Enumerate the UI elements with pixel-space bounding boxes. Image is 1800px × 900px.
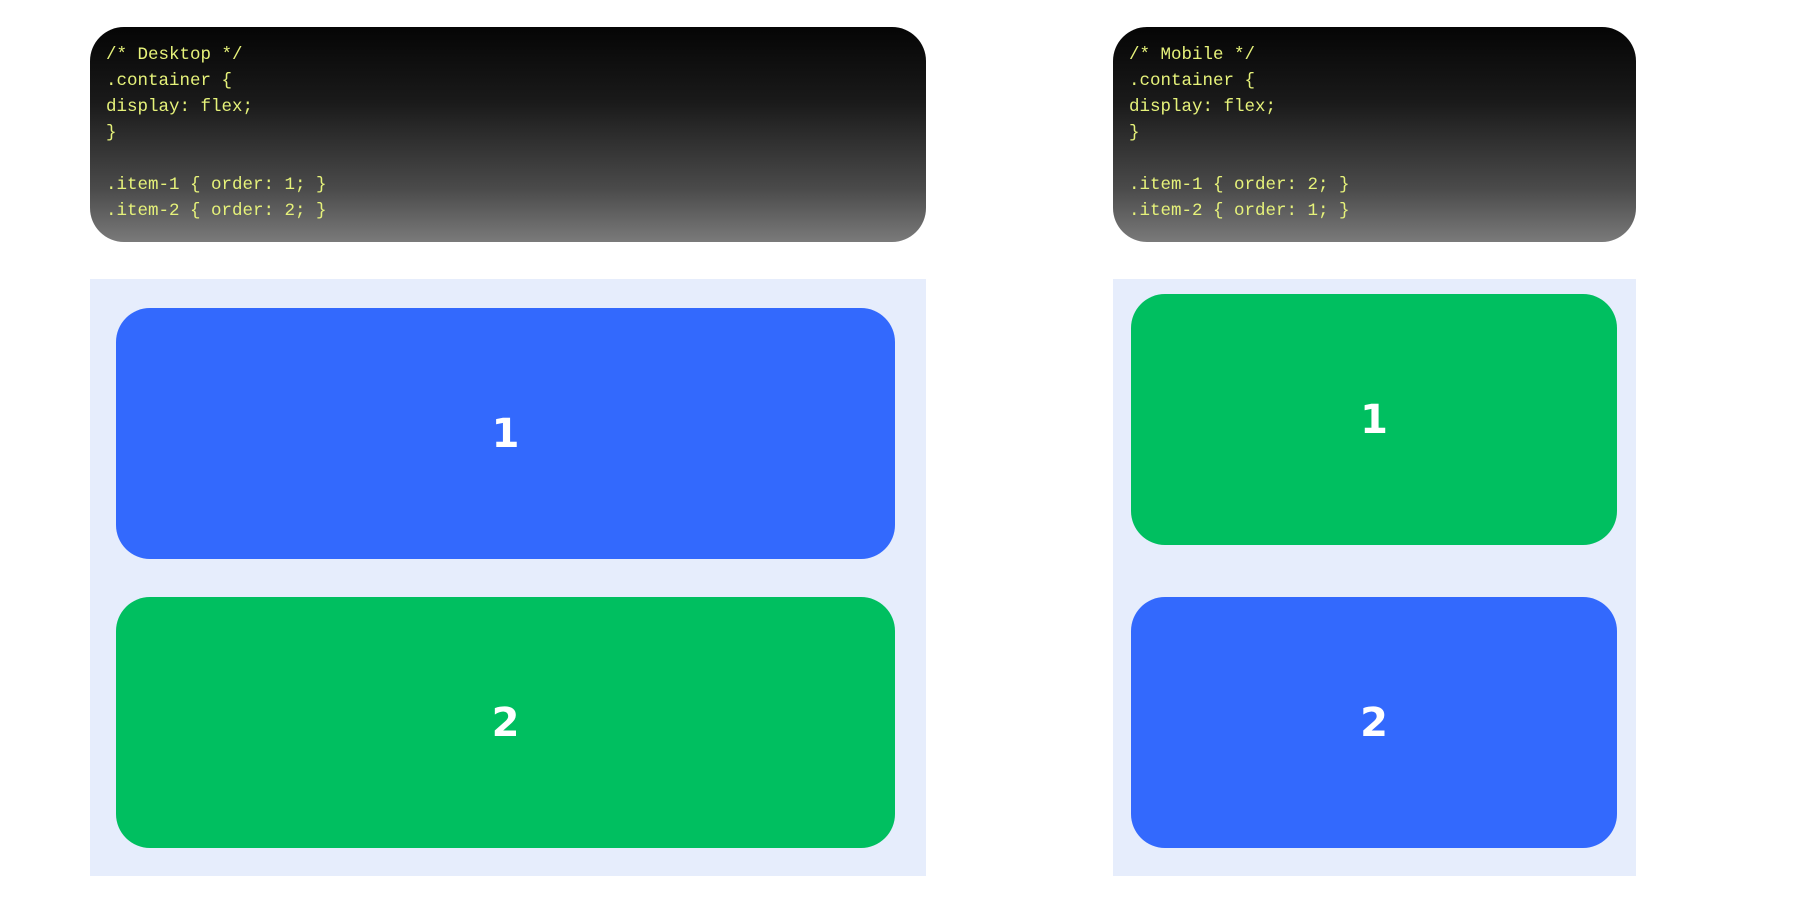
desktop-flex-container: 1 2 (90, 279, 926, 876)
code-line: .item-2 { order: 1; } (1129, 201, 1350, 221)
code-line: .item-2 { order: 2; } (106, 201, 327, 221)
desktop-flex-item-2: 2 (116, 597, 895, 848)
code-line: } (106, 123, 117, 143)
code-line: .item-1 { order: 2; } (1129, 175, 1350, 195)
desktop-flex-item-1: 1 (116, 308, 895, 559)
code-line: .container { (106, 71, 233, 91)
item-number: 2 (491, 699, 520, 746)
code-line: display: flex; (1129, 97, 1277, 117)
mobile-code-panel: /* Mobile */ .container { display: flex;… (1113, 27, 1636, 242)
mobile-flex-container: 1 2 (1113, 279, 1636, 876)
item-number: 1 (1360, 396, 1388, 443)
code-line: /* Mobile */ (1129, 45, 1256, 65)
code-line: /* Desktop */ (106, 45, 243, 65)
mobile-flex-item-2: 2 (1131, 597, 1617, 848)
code-line: .item-1 { order: 1; } (106, 175, 327, 195)
code-line: display: flex; (106, 97, 254, 117)
code-line (106, 146, 910, 172)
desktop-code-panel: /* Desktop */ .container { display: flex… (90, 27, 926, 242)
mobile-flex-item-1: 1 (1131, 294, 1617, 545)
code-line: } (1129, 123, 1140, 143)
code-line: .container { (1129, 71, 1256, 91)
code-line (1129, 146, 1620, 172)
item-number: 1 (491, 410, 520, 457)
item-number: 2 (1360, 699, 1388, 746)
